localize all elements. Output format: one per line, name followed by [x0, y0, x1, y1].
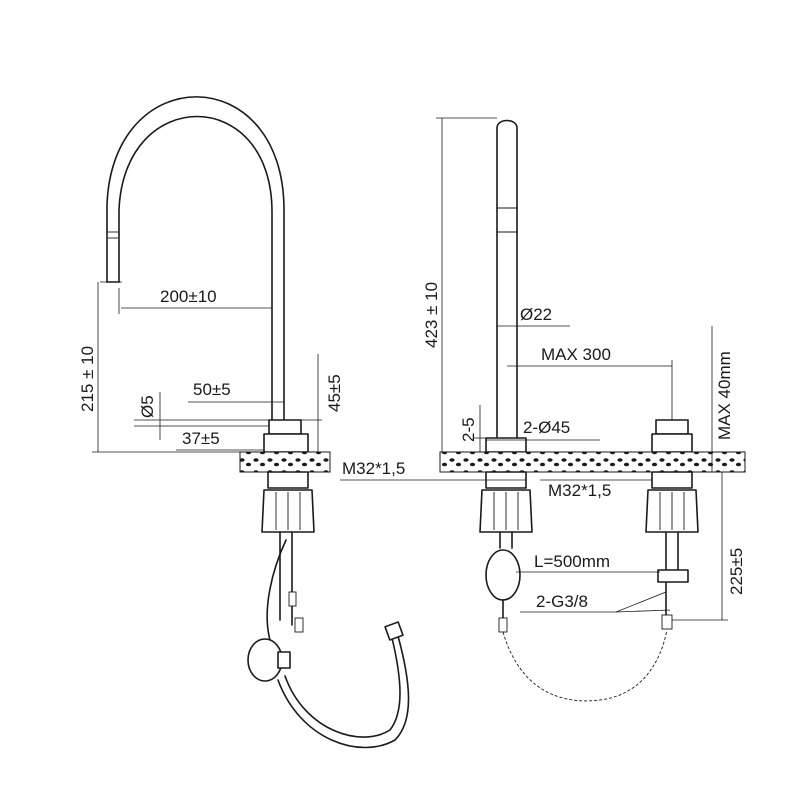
lever-column [655, 419, 689, 435]
flex-hose-outer [277, 635, 410, 749]
flex-hose-inner [284, 637, 401, 738]
right-faucet-view: 423 ± 10 Ø22 MAX 300 MAX 40mm 2-5 2-Ø45 … [340, 117, 746, 702]
label-total-height: 215 ± 10 [78, 346, 97, 412]
hose-connector [384, 621, 404, 641]
deck-left [239, 451, 331, 473]
spout-inner [118, 115, 273, 421]
hose-end-front [498, 617, 508, 633]
lever-shank-ring [651, 471, 693, 489]
label-hose-length: L=500mm [534, 552, 610, 571]
spout-front [496, 119, 518, 439]
hose-weight [247, 638, 283, 682]
label-thread-left: M32*1,5 [342, 459, 405, 478]
label-gap: 2-5 [459, 417, 478, 442]
hose-pullout [266, 539, 287, 641]
label-base-diameter: 2-Ø45 [523, 418, 570, 437]
label-max-deck: MAX 40mm [715, 351, 734, 440]
deck-right [439, 451, 746, 473]
leader-connection-b [615, 609, 671, 613]
label-spout-diameter: Ø22 [520, 305, 552, 324]
connecting-hose [502, 629, 668, 702]
label-max-distance: MAX 300 [541, 345, 611, 364]
pipe-end-right [661, 614, 673, 630]
hose-weight-front [485, 549, 521, 601]
faucet-base [263, 433, 309, 453]
label-thread-right: M32*1,5 [548, 481, 611, 500]
lever-base [651, 433, 693, 453]
valve-block [657, 569, 689, 583]
label-spout-height: 423 ± 10 [422, 282, 441, 348]
label-lever-height: 45±5 [325, 374, 344, 412]
hose-clip [277, 651, 291, 669]
pipe-end [294, 617, 304, 633]
label-base-offset: 37±5 [182, 429, 220, 448]
pipe-fitting [288, 591, 297, 607]
lever-body [268, 419, 302, 435]
label-below-deck: 225±5 [727, 548, 746, 595]
label-connection: 2-G3/8 [536, 592, 588, 611]
leader-connection-a [615, 591, 667, 613]
label-spout-reach: 200±10 [160, 287, 217, 306]
label-hole-diameter: Ø5 [138, 395, 157, 418]
spout-outer [106, 96, 285, 421]
shank-ring [267, 471, 309, 489]
label-lever-offset: 50±5 [193, 380, 231, 399]
left-faucet-view: 200±10 215 ± 10 Ø5 50±5 45±5 37±5 [78, 96, 410, 749]
